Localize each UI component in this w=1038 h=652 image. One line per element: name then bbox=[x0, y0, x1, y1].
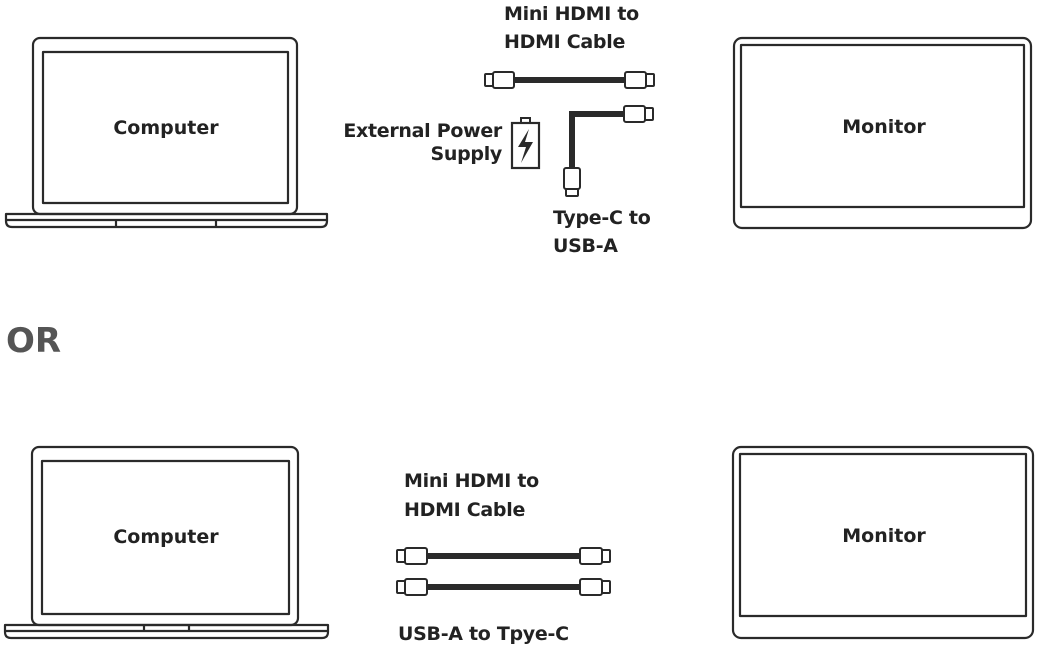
bottom-hdmi-cable-label-line1: Mini HDMI to bbox=[404, 470, 539, 492]
bottom-monitor-icon bbox=[731, 445, 1035, 640]
top-hdmi-cable-label-line1: Mini HDMI to bbox=[504, 3, 639, 25]
bottom-laptop-icon bbox=[3, 445, 330, 640]
top-usbc-cable-label: Type-C to USB-A bbox=[553, 204, 651, 260]
bottom-hdmi-cable-label: Mini HDMI to HDMI Cable bbox=[404, 467, 539, 525]
bottom-monitor-label: Monitor bbox=[842, 525, 926, 547]
bottom-hdmi-cable-icon bbox=[396, 547, 611, 565]
bottom-hdmi-cable-label-line2: HDMI Cable bbox=[404, 499, 526, 521]
top-hdmi-cable-label: Mini HDMI to HDMI Cable bbox=[504, 0, 639, 56]
bottom-usb-cable-label: USB-A to Tpye-C bbox=[398, 623, 569, 645]
external-power-label-line1: External Power bbox=[343, 120, 502, 142]
bottom-computer-label: Computer bbox=[113, 526, 219, 548]
top-monitor-label: Monitor bbox=[842, 116, 926, 138]
external-power-label: External Power Supply bbox=[343, 120, 502, 166]
top-computer-label: Computer bbox=[113, 117, 219, 139]
bottom-usb-cable-icon bbox=[396, 578, 611, 596]
external-power-label-line2: Supply bbox=[430, 143, 502, 165]
or-separator: OR bbox=[6, 321, 62, 361]
top-monitor-icon bbox=[732, 36, 1033, 230]
top-usbc-cable-label-line1: Type-C to bbox=[553, 207, 651, 229]
top-laptop-icon bbox=[4, 36, 329, 229]
top-usbc-cable-label-line2: USB-A bbox=[553, 235, 618, 257]
top-hdmi-cable-icon bbox=[484, 71, 655, 89]
top-usbc-cable-icon bbox=[563, 105, 654, 197]
battery-icon bbox=[510, 117, 541, 170]
top-hdmi-cable-label-line2: HDMI Cable bbox=[504, 31, 626, 53]
